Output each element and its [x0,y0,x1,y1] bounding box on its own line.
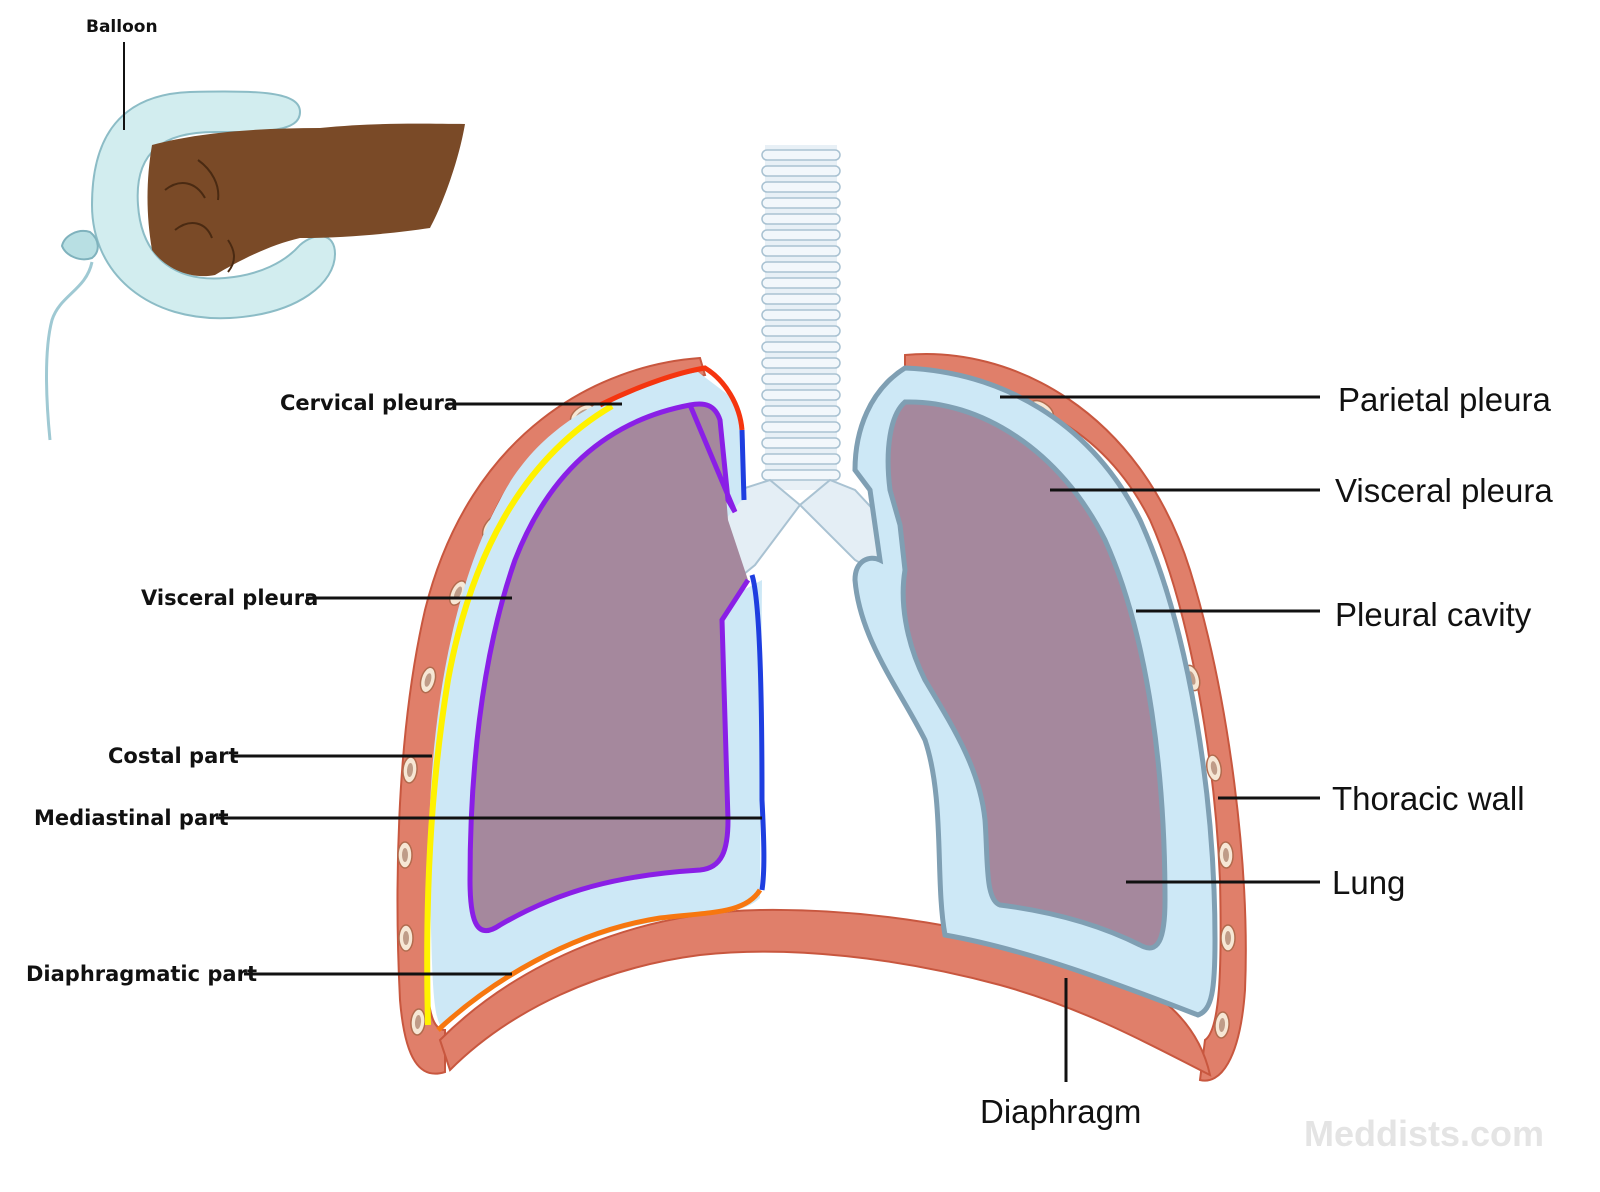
trachea-ring [761,165,841,177]
trachea-ring [761,325,841,337]
trachea-ring [761,389,841,401]
mediastinal-part-line [739,429,767,891]
rib-marrow [403,931,409,945]
trachea-ring [761,277,841,289]
trachea-ring [761,405,841,417]
trachea-ring [761,229,841,241]
rib-marrow [453,586,463,600]
rib-marrow [1218,1018,1226,1032]
fist-finger-creases [164,159,235,273]
left-lung [470,403,748,931]
trachea-ring [761,469,841,481]
trachea-ring [761,421,841,433]
visceral-pleura-right-label: Visceral pleura [1335,472,1553,509]
trachea-ring [761,149,841,161]
rib-marrow [402,848,408,862]
trachea-ring [761,293,841,305]
thoracic-wall-label: Thoracic wall [1332,780,1525,817]
trachea-ring [761,213,841,225]
pleural-cavity-label: Pleural cavity [1335,596,1532,633]
balloon-fist-inset: Balloon [45,17,465,441]
trachea-ring [761,245,841,257]
trachea-ring [761,341,841,353]
rib-marrow [406,763,414,777]
cervical-pleura-label: Cervical pleura [280,391,458,415]
trachea-ring [761,309,841,321]
trachea-ring [761,437,841,449]
diaphragmatic-part-label: Diaphragmatic part [26,962,257,986]
costal-part-label: Costal part [108,744,239,768]
right-lung [885,399,1168,951]
cervical-pleura-line [598,365,745,431]
lung-label: Lung [1332,864,1405,901]
parietal-pleura-label: Parietal pleura [1338,381,1551,418]
diaphragm-label: Diaphragm [980,1093,1141,1130]
trachea-ring [761,357,841,369]
trachea-ring [761,453,841,465]
left-labels: Cervical pleura Visceral pleura Costal p… [26,391,458,986]
costal-part-line [424,403,614,1026]
rib-marrow [1222,848,1230,862]
watermark: Meddists.com [1304,1113,1544,1154]
rib-marrow [1225,931,1231,945]
trachea-rings [761,149,841,481]
diaphragmatic-part-line [436,888,763,1032]
leader-lines [216,395,1320,1082]
balloon-string [45,261,94,441]
trachea-ring [761,373,841,385]
mediastinal-part-label: Mediastinal part [34,806,229,830]
trachea [761,145,841,490]
thoracic-wall-right [904,353,1247,1082]
trachea-ring [761,261,841,273]
balloon-knot [60,230,99,261]
rib-marrow [414,1015,422,1029]
trachea-ring [761,181,841,193]
rib-marrow [424,673,432,687]
right-labels: Parietal pleura Visceral pleura Pleural … [1332,381,1553,901]
trachea-ring [761,197,841,209]
visceral-pleura-left-line [467,401,751,933]
rib-marrow [1210,761,1218,775]
fist [147,123,465,277]
balloon-label: Balloon [86,17,158,37]
visceral-pleura-left-label: Visceral pleura [141,586,318,610]
